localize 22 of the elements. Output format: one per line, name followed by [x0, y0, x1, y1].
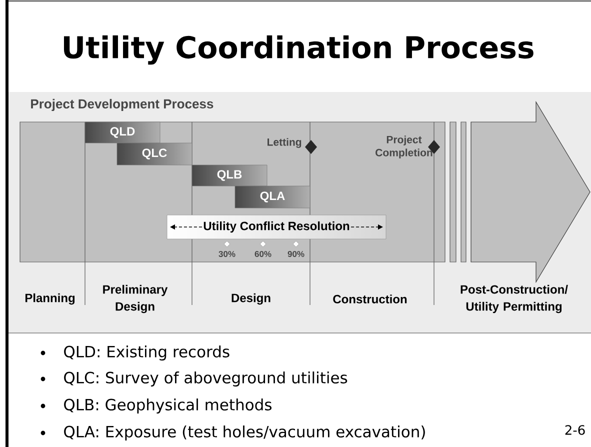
slide-title: Utility Coordination Process	[64, 35, 534, 65]
bullet-item: QLC: Survey of aboveground utilities	[64, 372, 348, 386]
phase-bar: QLB	[192, 164, 268, 186]
bullet-item: QLA: Exposure (test holes/vacuum excavation)	[64, 426, 425, 441]
phase-label: Preliminary Design	[103, 284, 168, 314]
percent-label: 30%	[218, 251, 236, 258]
section-heading: Project Development Process	[31, 98, 214, 112]
percent-label: 90%	[288, 251, 304, 257]
phase-bar: QLA	[234, 186, 310, 208]
milestone-label: Project Completion	[376, 136, 432, 158]
phase-label: Planning	[25, 293, 75, 305]
phase-bar: QLD	[84, 122, 160, 144]
page-number: 2-6	[565, 425, 585, 435]
phase-label: Construction	[333, 294, 407, 304]
bullet-item: QLB: Geophysical methods	[64, 398, 272, 414]
phase-label: Post-Construction/ Utility Permitting	[460, 284, 568, 314]
milestone-label: Letting	[268, 138, 302, 148]
double-arrow-bar: Utility Conflict Resolution	[166, 214, 386, 240]
bullet-item: QLD: Existing records	[64, 346, 230, 360]
percent-label: 60%	[254, 251, 272, 257]
phase-label: Design	[232, 293, 270, 305]
phase-bar: QLC	[116, 142, 192, 166]
